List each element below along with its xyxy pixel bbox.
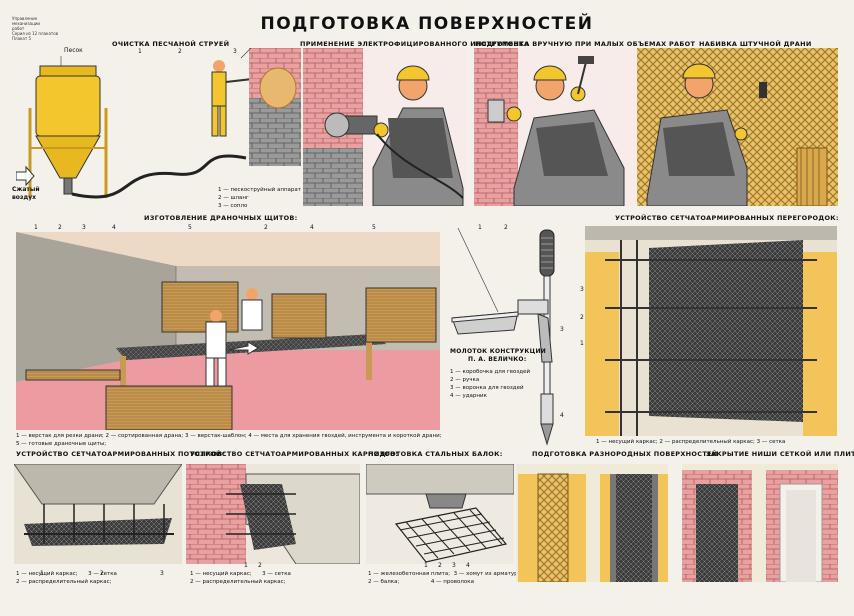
legend-line: 3 — сетка bbox=[262, 571, 291, 577]
legend-line: 2 — ручка bbox=[450, 377, 480, 383]
callout-1: 1 bbox=[138, 48, 142, 55]
callout-3: 3 bbox=[82, 224, 86, 231]
legend-line: 2 — шланг bbox=[218, 195, 249, 201]
lath-illustration bbox=[637, 48, 838, 206]
callout-4: 4 bbox=[466, 562, 470, 569]
callout-1: 1 bbox=[424, 562, 428, 569]
series-note-line: работ bbox=[12, 26, 25, 31]
legend-line: 3 — хомут из арматуры; bbox=[453, 571, 524, 577]
legend-line: 1 — пескоструйный аппарат bbox=[218, 187, 301, 193]
shields-legend: 1 — верстак для резки драни; 2 — сортиро… bbox=[16, 432, 442, 448]
callout-1: 1 bbox=[40, 570, 44, 577]
power-tool-illustration bbox=[303, 48, 467, 206]
callout-1: 1 bbox=[34, 224, 38, 231]
legend-line: 4 — проволока bbox=[430, 579, 474, 585]
callout-4: 4 bbox=[560, 412, 564, 419]
callout-5: 5 bbox=[188, 224, 192, 231]
hammer-heading-line: МОЛОТОК КОНСТРУКЦИИ bbox=[450, 348, 547, 355]
niches-heading: ЗАКРЫТИЕ НИШИ СЕТКОЙ ИЛИ ПЛИТОЙ bbox=[706, 450, 854, 458]
partitions-illustration bbox=[585, 226, 837, 436]
cornices-legend: 1 — несущий каркас; 3 — сетка 2 — распре… bbox=[190, 570, 291, 586]
ceilings-heading: УСТРОЙСТВО СЕТЧАТОАРМИРОВАННЫХ ПОТОЛКОВ: bbox=[16, 450, 226, 458]
callout-2: 2 bbox=[58, 224, 62, 231]
legend-line: 2 — распределительный каркас; bbox=[190, 579, 286, 585]
callout-3: 3 bbox=[160, 570, 164, 577]
callout-1: 1 bbox=[478, 224, 482, 231]
callout-2: 2 bbox=[438, 562, 442, 569]
legend-line: 1 — несущий каркас; bbox=[16, 571, 78, 577]
hammer-illustration bbox=[448, 222, 578, 450]
power-tool-heading: ПРИМЕНЕНИЕ ЭЛЕКТРОФИЦИРОВАННОГО ИНСТРУМЕ… bbox=[300, 40, 530, 48]
callout-5b: 5 bbox=[372, 224, 376, 231]
callout-2: 2 bbox=[178, 48, 182, 55]
air-label-line: Сжатый bbox=[12, 186, 40, 193]
series-note-line: Плакат 5 bbox=[12, 36, 32, 41]
ceilings-illustration bbox=[14, 464, 182, 564]
series-note: Управление механизации работ Серия из 12… bbox=[12, 16, 58, 41]
shields-heading: ИЗГОТОВЛЕНИЕ ДРАНОЧНЫХ ЩИТОВ: bbox=[144, 214, 298, 222]
callout-2: 2 bbox=[504, 224, 508, 231]
callout-3: 3 bbox=[233, 48, 237, 55]
sandblast-illustration bbox=[16, 48, 301, 208]
beams-illustration bbox=[366, 464, 514, 564]
legend-line: 1 — верстак для резки драни; 2 — сортиро… bbox=[16, 433, 442, 439]
callout-2: 2 bbox=[580, 314, 584, 321]
legend-line: 2 — балка; bbox=[368, 579, 400, 585]
mixed-illustration bbox=[516, 464, 668, 582]
legend-line: 1 — железобетонная плита; bbox=[368, 571, 451, 577]
manual-illustration bbox=[474, 48, 637, 206]
compressed-air-label: Сжатый воздух bbox=[12, 186, 40, 202]
poster-title: ПОДГОТОВКА ПОВЕРХНОСТЕЙ bbox=[260, 14, 594, 34]
partitions-legend: 1 — несущий каркас; 2 — распределительны… bbox=[596, 439, 786, 445]
niches-illustration bbox=[682, 464, 838, 582]
callout-1: 1 bbox=[244, 562, 248, 569]
sandblast-heading: ОЧИСТКА ПЕСЧАНОЙ СТРУЕЙ bbox=[112, 40, 230, 48]
series-note-line: механизации bbox=[12, 21, 41, 26]
air-label-line: воздух bbox=[12, 194, 37, 201]
callout-4: 4 bbox=[112, 224, 116, 231]
lath-heading: НАБИВКА ШТУЧНОЙ ДРАНИ bbox=[699, 40, 812, 48]
cornices-illustration bbox=[186, 464, 360, 564]
cornices-heading: УСТРОЙСТВО СЕТЧАТОАРМИРОВАННЫХ КАРНИЗОВ: bbox=[190, 450, 399, 458]
mixed-heading: ПОДГОТОВКА РАЗНОРОДНЫХ ПОВЕРХНОСТЕЙ bbox=[532, 450, 718, 458]
hammer-heading-line: П. А. ВЕЛИЧКО: bbox=[468, 356, 527, 363]
sandblast-legend: 1 — пескоструйный аппарат 2 — шланг 3 — … bbox=[218, 186, 301, 210]
beams-heading: ПОДГОТОВКА СТАЛЬНЫХ БАЛОК: bbox=[368, 450, 503, 458]
callout-2: 2 bbox=[100, 570, 104, 577]
sand-label: Песок bbox=[64, 47, 83, 54]
callout-2b: 2 bbox=[264, 224, 268, 231]
legend-line: 4 — ударник bbox=[450, 393, 487, 399]
series-note-line: Управление bbox=[12, 16, 38, 21]
legend-line: 5 — готовые драночные щиты; bbox=[16, 441, 107, 447]
hammer-heading: МОЛОТОК КОНСТРУКЦИИ П. А. ВЕЛИЧКО: bbox=[450, 348, 546, 364]
callout-4b: 4 bbox=[310, 224, 314, 231]
callout-3: 3 bbox=[580, 286, 584, 293]
legend-line: 3 — сопло bbox=[218, 203, 248, 209]
beams-legend: 1 — железобетонная плита; 3 — хомут из а… bbox=[368, 570, 524, 586]
callout-3: 3 bbox=[560, 326, 564, 333]
legend-line: 3 — сетка bbox=[88, 571, 117, 577]
callout-1: 1 bbox=[580, 340, 584, 347]
ceilings-legend: 1 — несущий каркас; 3 — сетка 2 — распре… bbox=[16, 570, 117, 586]
partitions-heading: УСТРОЙСТВО СЕТЧАТОАРМИРОВАННЫХ ПЕРЕГОРОД… bbox=[615, 214, 839, 222]
series-note-line: Серия из 12 плакатов bbox=[12, 31, 59, 36]
hammer-legend: 1 — коробочка для гвоздей 2 — ручка 3 — … bbox=[450, 368, 530, 400]
legend-line: 1 — коробочка для гвоздей bbox=[450, 369, 531, 375]
legend-line: 2 — распределительный каркас; bbox=[16, 579, 112, 585]
legend-line: 3 — воронка для гвоздей bbox=[450, 385, 524, 391]
shields-illustration bbox=[16, 232, 440, 430]
manual-heading: ПОДГОТОВКА ВРУЧНУЮ ПРИ МАЛЫХ ОБЪЕМАХ РАБ… bbox=[475, 40, 696, 48]
callout-3: 3 bbox=[452, 562, 456, 569]
callout-2: 2 bbox=[258, 562, 262, 569]
legend-line: 1 — несущий каркас; bbox=[190, 571, 252, 577]
